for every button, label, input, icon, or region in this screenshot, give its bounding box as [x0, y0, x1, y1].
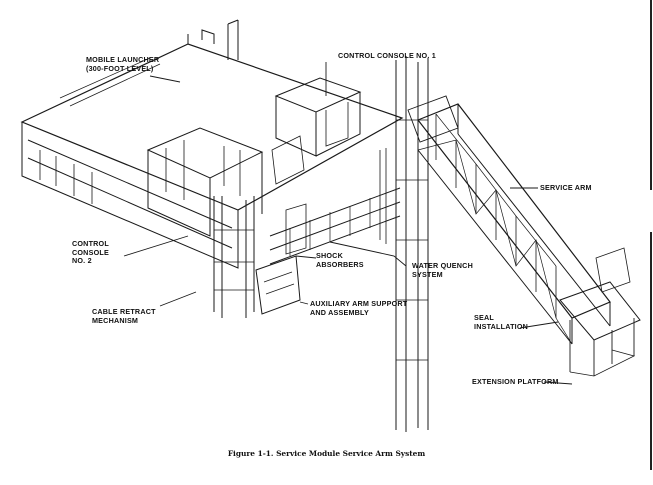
service-arm-truss	[407, 95, 611, 345]
label-cable-retract: CABLE RETRACT MECHANISM	[92, 307, 156, 325]
label-seal-installation: SEAL INSTALLATION	[474, 313, 529, 331]
label-shock-absorbers: SHOCK ABSORBERS	[316, 251, 364, 269]
page-edge-rule-top	[650, 0, 652, 190]
page-edge-rule-bottom	[650, 232, 652, 470]
label-control-console-2: CONTROL CONSOLE NO. 2	[72, 239, 109, 266]
figure-caption: Figure 1-1. Service Module Service Arm S…	[227, 449, 426, 458]
auxiliary-arm-drawing	[255, 203, 307, 315]
label-mobile-launcher: MOBILE LAUNCHER (300-FOOT LEVEL)	[86, 55, 160, 73]
label-control-console-1: CONTROL CONSOLE NO. 1	[338, 51, 436, 60]
inner-structure	[146, 127, 264, 318]
extension-platform-drawing	[559, 247, 641, 377]
label-water-quench: WATER QUENCH SYSTEM	[412, 261, 473, 279]
walkway	[269, 135, 401, 265]
label-service-arm: SERVICE ARM	[540, 183, 592, 192]
label-auxiliary-arm: AUXILIARY ARM SUPPORT AND ASSEMBLY	[310, 299, 408, 317]
console-1-box	[274, 77, 362, 157]
label-extension-platform: EXTENSION PLATFORM	[472, 377, 559, 386]
leader-lines	[123, 62, 573, 385]
